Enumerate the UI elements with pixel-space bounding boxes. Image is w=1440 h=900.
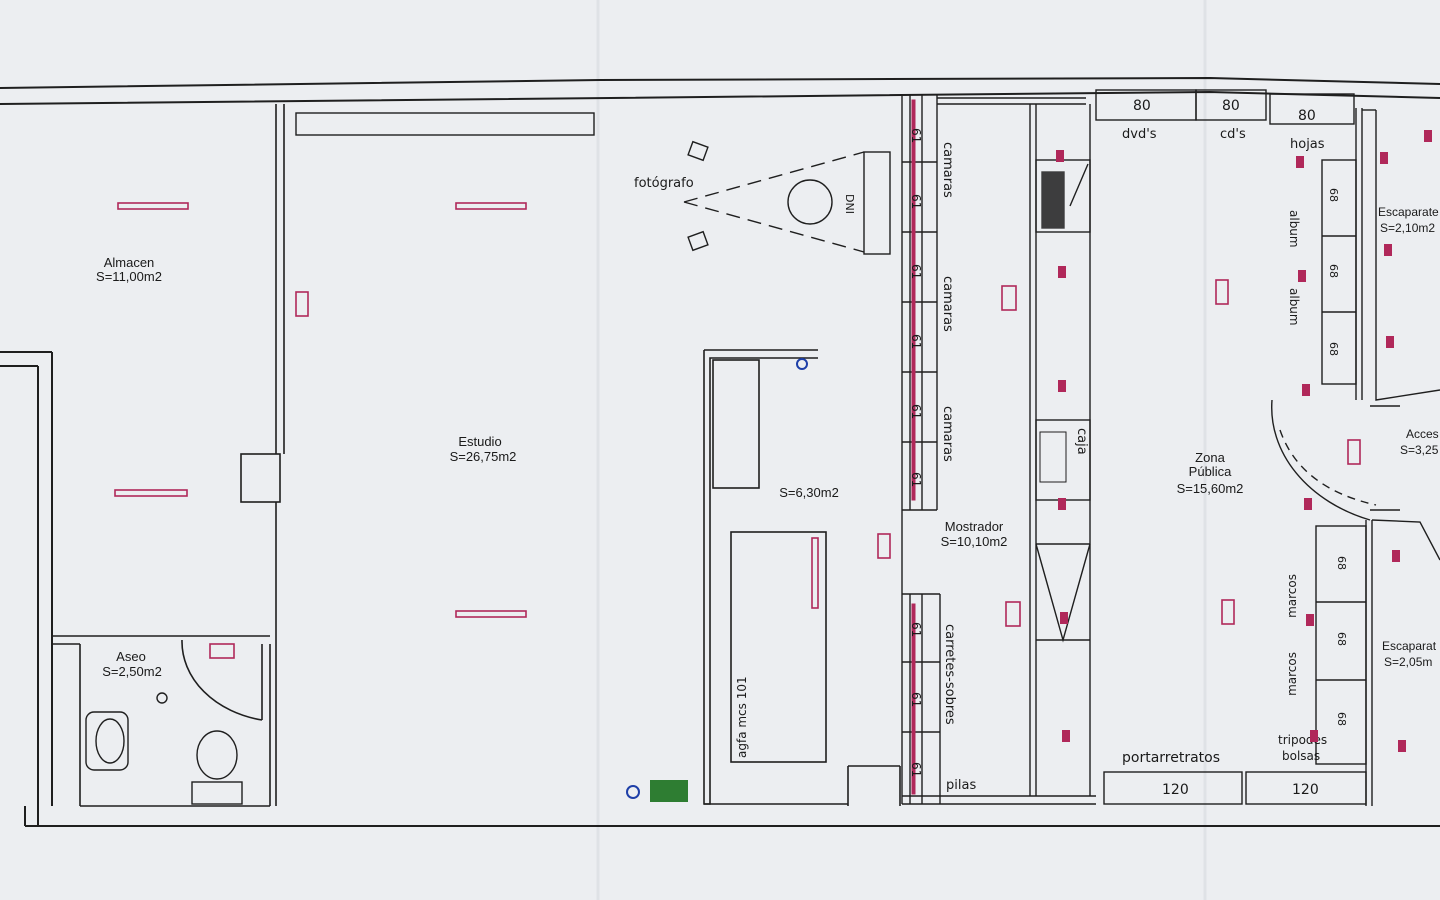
room-name: Zona — [1195, 450, 1225, 465]
room-area: S=15,60m2 — [1177, 481, 1244, 496]
camera-shelving — [901, 94, 1096, 805]
module-size: 61 — [909, 334, 923, 349]
shelf-size: 120 — [1162, 782, 1189, 798]
label-album: album — [1287, 210, 1301, 248]
room-labels: Almacen S=11,00m2 Estudio S=26,75m2 Aseo… — [96, 255, 1243, 679]
top-shelving — [1095, 89, 1355, 125]
studio-backdrop — [295, 112, 595, 136]
label-album: album — [1287, 288, 1301, 326]
spot-lights — [1056, 130, 1432, 752]
room-area: S=3,25 — [1400, 443, 1439, 457]
room-name: Pública — [1189, 464, 1232, 479]
marcos-module-size: 68 — [1335, 632, 1348, 646]
label-camaras: camaras — [940, 142, 955, 198]
module-size: 61 — [909, 128, 923, 143]
water-icon — [626, 785, 640, 799]
room-area: S=2,10m2 — [1380, 221, 1435, 235]
marcos-module-sizes: 68 68 68 — [1335, 556, 1348, 726]
room-name: Mostrador — [945, 519, 1004, 534]
shelf-size: 80 — [1222, 98, 1240, 114]
top-shelving-labels: dvd's cd's hojas — [1122, 127, 1325, 152]
room-name: Aseo — [116, 649, 146, 664]
label-caja: caja — [1074, 428, 1089, 455]
camera-shelf-fixtures — [911, 99, 916, 795]
lab-fixtures — [626, 358, 808, 802]
room-labels-right: Escaparate S=2,10m2 Acces S=3,25 Escapar… — [1378, 205, 1439, 669]
bottom-shelving — [1103, 771, 1367, 805]
room-name: Acces — [1406, 427, 1439, 441]
marcos-shelving — [1315, 519, 1440, 806]
marcos-module-size: 68 — [1335, 712, 1348, 726]
label-bolsas: bolsas — [1282, 749, 1320, 763]
dni-station — [683, 140, 891, 255]
label-marcos: marcos — [1285, 652, 1299, 696]
room-area: S=11,00m2 — [96, 269, 162, 284]
album-module-size: 68 — [1327, 342, 1340, 356]
module-size: 61 — [909, 762, 923, 777]
label-dni: DNI — [843, 194, 856, 214]
room-name: Almacen — [104, 255, 155, 270]
album-module-size: 68 — [1327, 188, 1340, 202]
label-camaras: camaras — [940, 406, 955, 462]
label-pilas: pilas — [946, 778, 976, 793]
label-agfa: agfa mcs 101 — [735, 676, 749, 758]
module-size: 61 — [909, 264, 923, 279]
shelf-size: 80 — [1133, 98, 1151, 114]
module-size: 61 — [909, 404, 923, 419]
light-fixtures — [114, 202, 1361, 659]
label-tripodes: tripodes — [1278, 733, 1327, 747]
room-area: S=26,75m2 — [450, 449, 517, 464]
room-name: Escaparat — [1382, 639, 1437, 653]
counter — [1029, 104, 1091, 796]
room-area: S=10,10m2 — [941, 534, 1008, 549]
shelf-size: 120 — [1292, 782, 1319, 798]
room-area: S=6,30m2 — [779, 485, 839, 500]
album-module-sizes: 68 68 68 — [1327, 188, 1340, 356]
shelf-size: 80 — [1298, 108, 1316, 124]
label-fotografo: fotógrafo — [634, 176, 694, 191]
interior-walls — [52, 104, 901, 807]
label-carretes-sobres: carretes-sobres — [942, 624, 957, 725]
module-size: 61 — [909, 472, 923, 487]
album-shelving — [1321, 108, 1440, 401]
label-portarretratos: portarretratos — [1122, 750, 1220, 766]
outer-walls — [0, 76, 1440, 827]
sink-fixture — [650, 780, 688, 802]
label-marcos: marcos — [1285, 574, 1299, 618]
module-size: 61 — [909, 622, 923, 637]
marcos-module-size: 68 — [1335, 556, 1348, 570]
entrance-doors — [1271, 399, 1400, 521]
room-area: S=2,05m — [1384, 655, 1432, 669]
top-shelving-sizes: 80 80 80 — [1133, 98, 1316, 124]
module-size: 61 — [909, 692, 923, 707]
album-module-size: 68 — [1327, 264, 1340, 278]
label-cds: cd's — [1220, 127, 1246, 142]
aseo-fixtures — [85, 692, 243, 805]
label-dvds: dvd's — [1122, 127, 1157, 142]
camera-shelf-labels: camaras camaras camaras carretes-sobres … — [940, 142, 976, 793]
label-camaras: camaras — [940, 276, 955, 332]
module-size: 61 — [909, 194, 923, 209]
outlet-icon — [796, 358, 808, 370]
camera-shelf-modules: 61 61 61 61 61 61 61 61 61 — [909, 128, 923, 777]
room-name: Estudio — [458, 434, 501, 449]
label-hojas: hojas — [1290, 137, 1325, 152]
room-area: S=2,50m2 — [102, 664, 162, 679]
room-name: Escaparate — [1378, 205, 1439, 219]
